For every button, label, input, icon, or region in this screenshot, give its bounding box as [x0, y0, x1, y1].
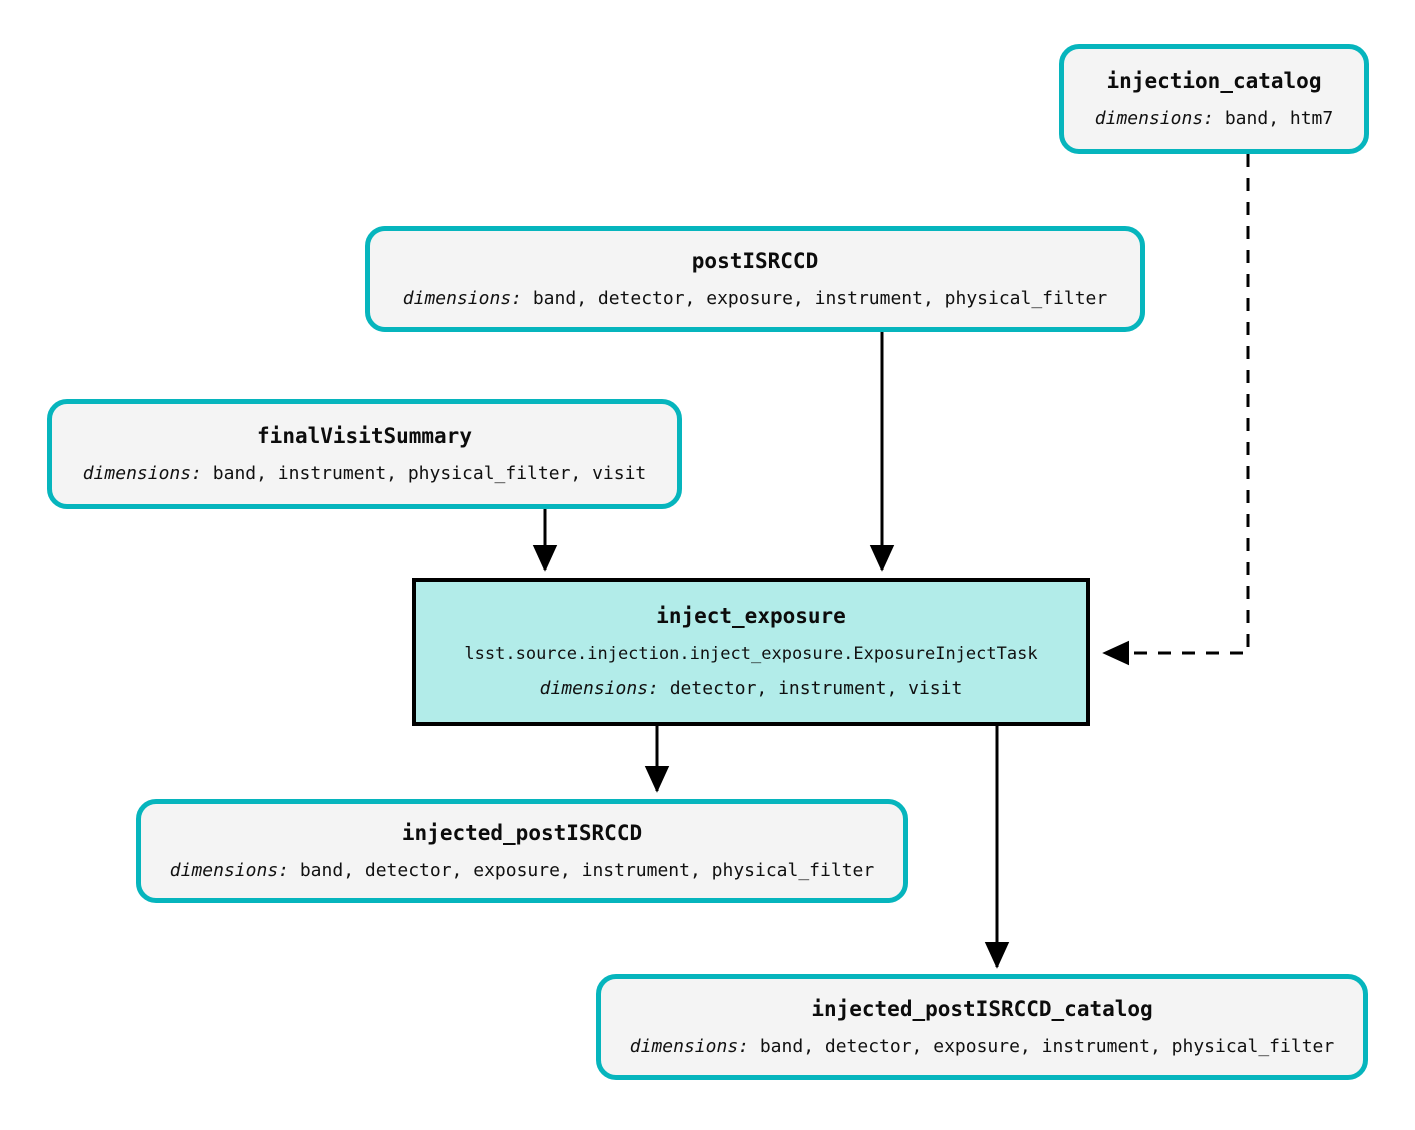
node-injection-catalog[interactable]: injection_catalog dimensions: band, htm7	[1059, 44, 1369, 154]
node-finalvisitsummary[interactable]: finalVisitSummary dimensions: band, inst…	[47, 399, 682, 509]
node-dimensions: dimensions: band, detector, exposure, in…	[629, 1035, 1335, 1057]
node-dimensions: dimensions: detector, instrument, visit	[540, 679, 963, 699]
node-inject-exposure[interactable]: inject_exposure lsst.source.injection.in…	[412, 578, 1090, 726]
node-injected-postisrccd-catalog[interactable]: injected_postISRCCD_catalog dimensions: …	[596, 974, 1368, 1080]
task-class-label: lsst.source.injection.inject_exposure.Ex…	[464, 644, 1038, 665]
dimensions-value: band, instrument, physical_filter, visit	[212, 462, 647, 484]
node-dimensions: dimensions: band, htm7	[1094, 107, 1334, 129]
dimensions-value: detector, instrument, visit	[669, 677, 963, 699]
node-dimensions: dimensions: band, detector, exposure, in…	[402, 287, 1108, 309]
dimensions-value: band, htm7	[1224, 107, 1334, 129]
dimensions-label: dimensions:	[629, 1035, 749, 1057]
dimensions-value: band, detector, exposure, instrument, ph…	[532, 287, 1108, 309]
node-title: finalVisitSummary	[257, 423, 472, 448]
dimensions-value: band, detector, exposure, instrument, ph…	[759, 1035, 1335, 1057]
dimensions-value: band, detector, exposure, instrument, ph…	[299, 859, 875, 881]
node-injected-postisrccd[interactable]: injected_postISRCCD dimensions: band, de…	[136, 799, 908, 903]
node-dimensions: dimensions: band, detector, exposure, in…	[169, 859, 875, 881]
dimensions-label: dimensions:	[402, 287, 522, 309]
dimensions-label: dimensions:	[169, 859, 289, 881]
node-title: inject_exposure	[656, 604, 846, 629]
dimensions-label: dimensions:	[1094, 107, 1214, 129]
dimensions-label: dimensions:	[82, 462, 202, 484]
node-title: injected_postISRCCD	[401, 820, 643, 845]
node-postisrccd[interactable]: postISRCCD dimensions: band, detector, e…	[365, 226, 1145, 332]
node-dimensions: dimensions: band, instrument, physical_f…	[82, 462, 647, 484]
dimensions-label: dimensions:	[539, 677, 659, 699]
node-title: postISRCCD	[691, 248, 819, 273]
node-title: injected_postISRCCD_catalog	[811, 996, 1153, 1021]
node-title: injection_catalog	[1106, 68, 1322, 93]
